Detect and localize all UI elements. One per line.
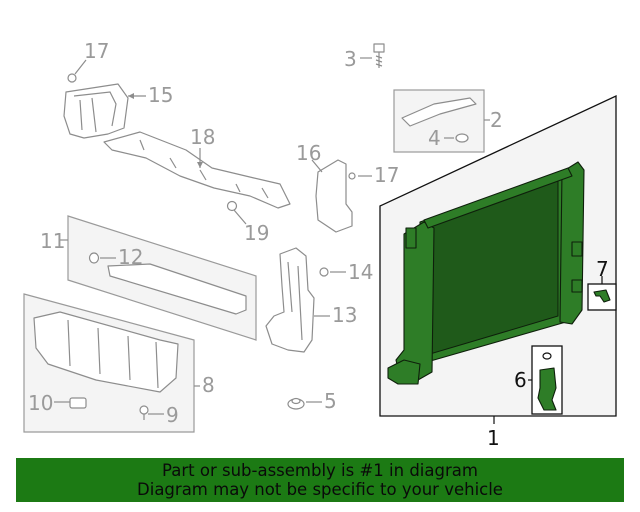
footer-line-2: Diagram may not be specific to your vehi… <box>137 480 503 499</box>
callout-14[interactable]: 14 <box>348 260 373 284</box>
callout-16[interactable]: 16 <box>296 141 321 165</box>
callout-15[interactable]: 15 <box>148 83 173 107</box>
callout-9[interactable]: 9 <box>166 403 179 427</box>
part-10-retainer <box>69 397 87 409</box>
part-17-clip-top <box>67 59 87 83</box>
part-5-grommet <box>287 397 322 410</box>
callout-8[interactable]: 8 <box>202 373 215 397</box>
callout-6[interactable]: 6 <box>514 368 527 392</box>
callout-12[interactable]: 12 <box>118 245 143 269</box>
callout-2[interactable]: 2 <box>490 108 503 132</box>
footer-banner: Part or sub-assembly is #1 in diagram Di… <box>16 458 624 502</box>
callout-13[interactable]: 13 <box>332 303 357 327</box>
part-11-panel <box>67 215 257 341</box>
part-9-bolt <box>139 405 164 420</box>
part-2-bracket-box <box>393 89 485 153</box>
part-14-nut <box>319 267 346 277</box>
callout-11[interactable]: 11 <box>40 229 65 253</box>
callout-5[interactable]: 5 <box>324 389 337 413</box>
callout-10[interactable]: 10 <box>28 391 53 415</box>
part-3-bolt <box>360 43 385 68</box>
callout-7[interactable]: 7 <box>596 257 609 281</box>
part-7-clip[interactable] <box>593 289 611 303</box>
part-12-clip <box>88 252 116 264</box>
arrow-18 <box>197 162 203 168</box>
callout-4[interactable]: 4 <box>428 126 441 150</box>
callout-1[interactable]: 1 <box>487 426 500 450</box>
part-16-side-bracket <box>315 159 353 233</box>
part-15-side-deflector <box>63 83 129 139</box>
part-19-clip <box>226 200 247 225</box>
part-17-clip-right <box>348 172 372 180</box>
footer-line-1: Part or sub-assembly is #1 in diagram <box>162 461 478 480</box>
callout-18[interactable]: 18 <box>190 125 215 149</box>
arrow-15 <box>128 93 134 99</box>
leader-16 <box>311 159 323 173</box>
part-13-air-guide <box>265 247 315 353</box>
part-8-lower-shield <box>23 293 195 433</box>
callout-19[interactable]: 19 <box>244 221 269 245</box>
callout-17-right[interactable]: 17 <box>374 163 399 187</box>
part-6-drain-valve[interactable] <box>537 352 557 411</box>
callout-3[interactable]: 3 <box>344 47 357 71</box>
part-4-grommet <box>444 133 469 143</box>
part-1-radiator[interactable] <box>387 161 585 385</box>
part-18-upper-baffle <box>103 131 291 209</box>
callout-17-top[interactable]: 17 <box>84 39 109 63</box>
